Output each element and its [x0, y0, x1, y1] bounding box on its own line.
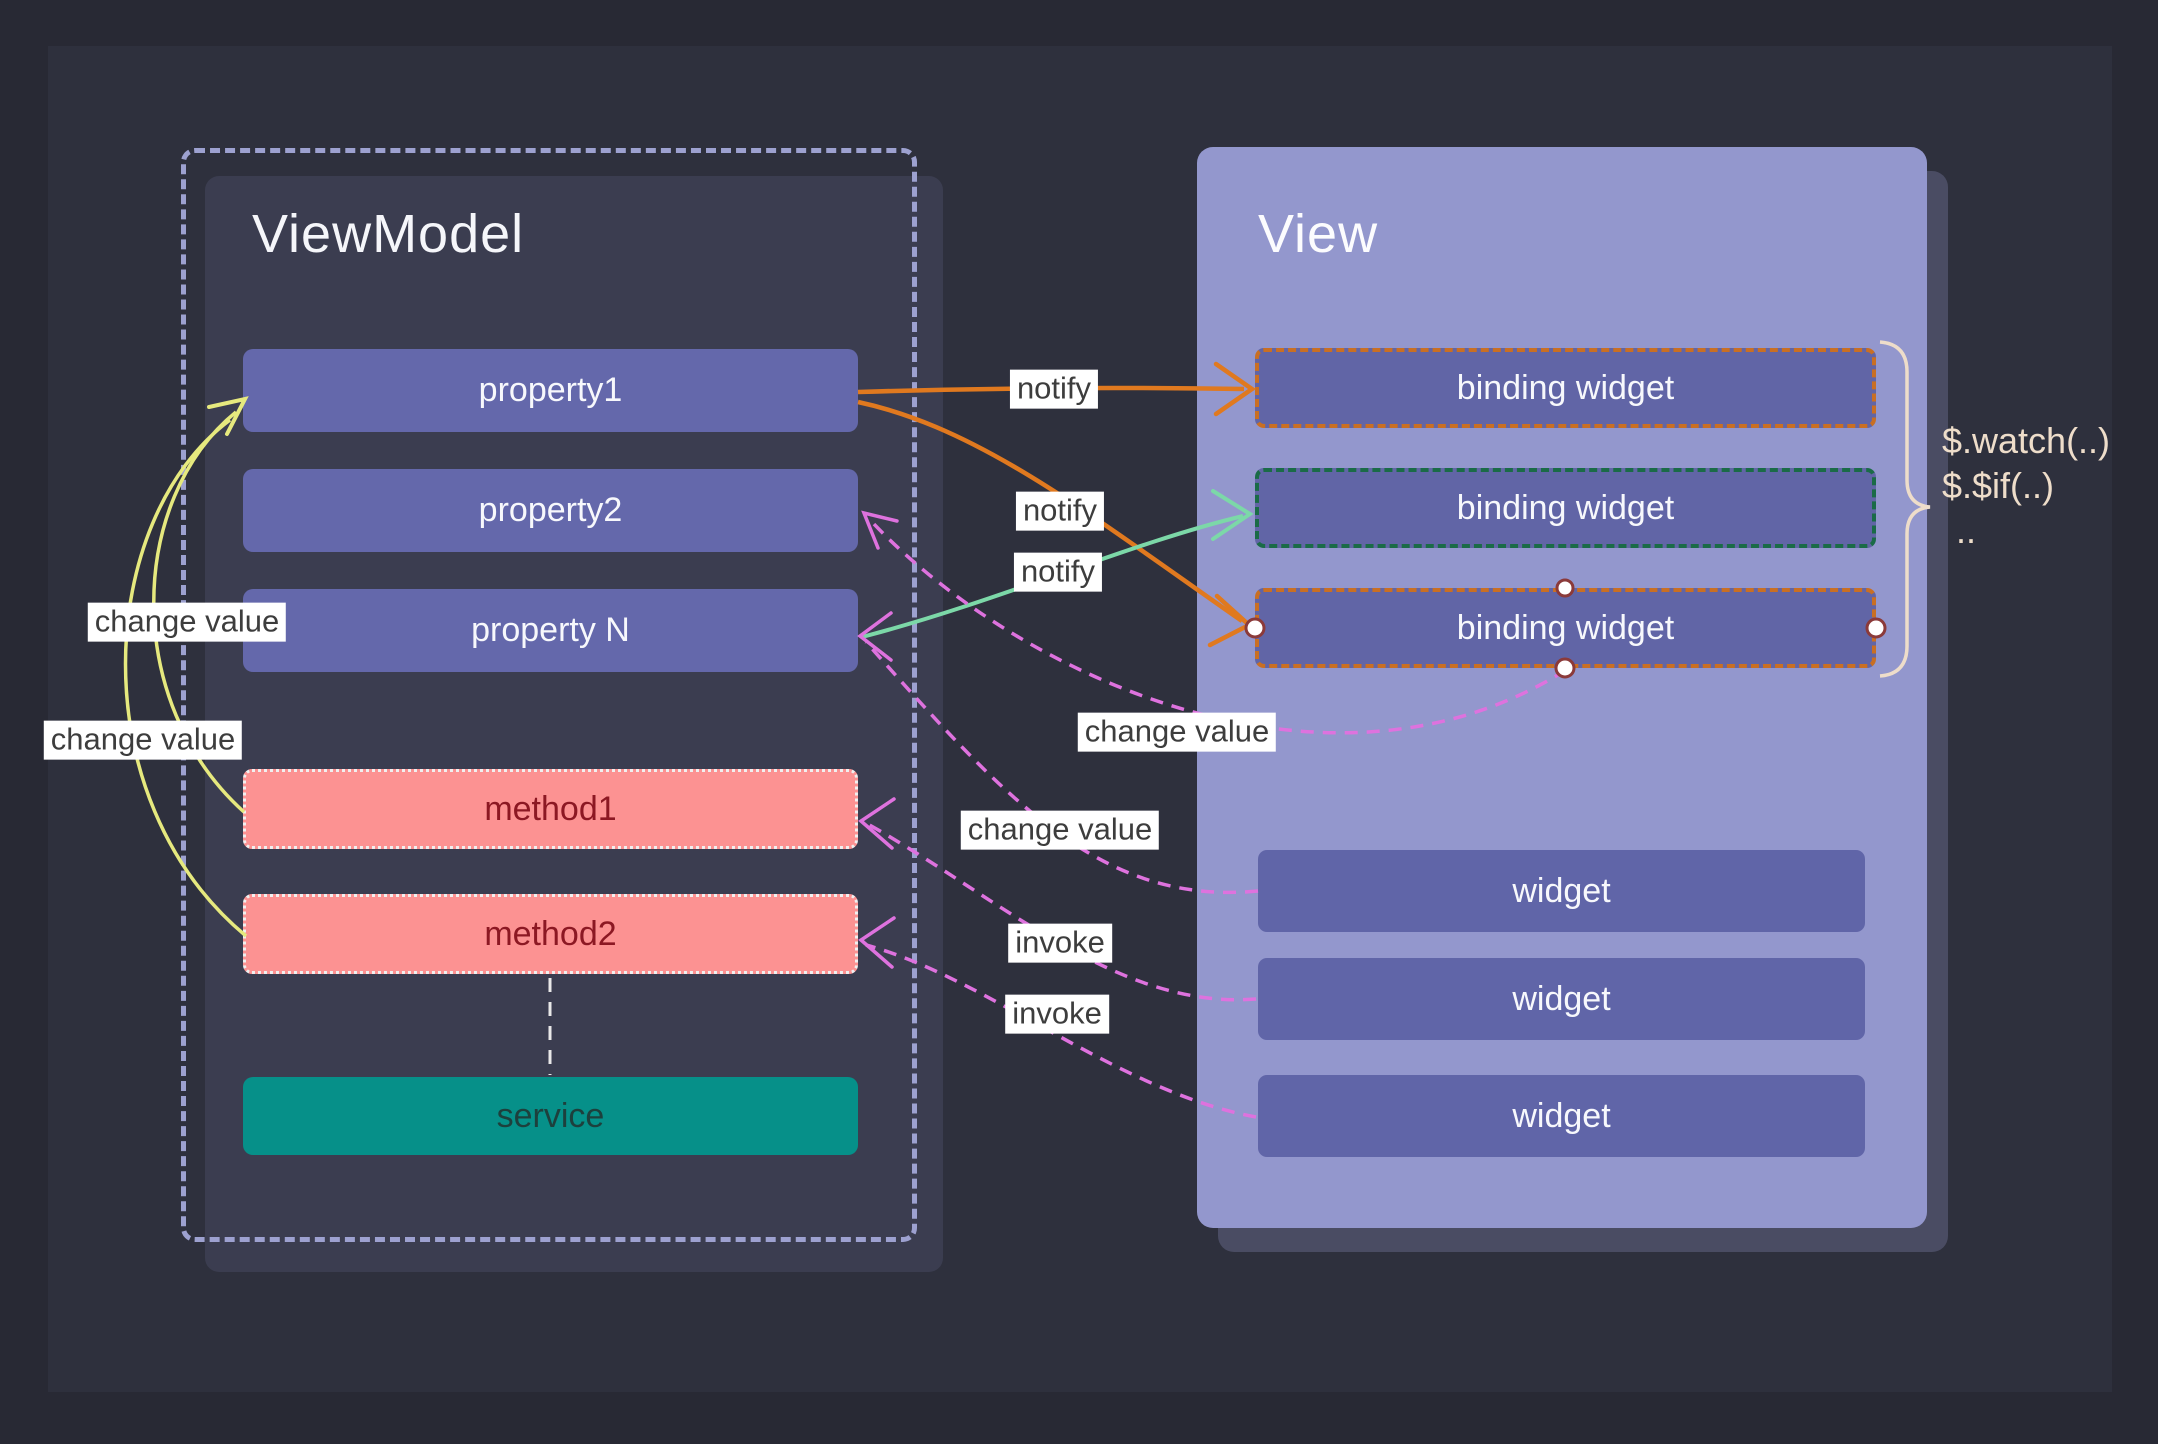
- edge-label-invoke-1: invoke: [1008, 923, 1112, 963]
- binding-api-annotation: $.watch(..) $.$if(..) ..: [1942, 418, 2110, 553]
- view-title: View: [1258, 204, 1379, 264]
- edge-label-change-value-bw3: change value: [1077, 712, 1277, 752]
- node-property-n[interactable]: property N: [243, 589, 858, 672]
- edge-label-change-value-widget1: change value: [960, 810, 1160, 850]
- edge-label-notify-3: notify: [1013, 552, 1103, 592]
- node-property2[interactable]: property2: [243, 469, 858, 552]
- view-panel[interactable]: [1197, 147, 1927, 1228]
- annotation-line-ellipsis: ..: [1956, 510, 1977, 551]
- widget-1[interactable]: widget: [1258, 850, 1865, 932]
- edge-label-change-value-method2: change value: [43, 720, 243, 760]
- node-method1[interactable]: method1: [243, 769, 858, 849]
- binding-widget-1[interactable]: binding widget: [1255, 348, 1876, 428]
- node-service[interactable]: service: [243, 1077, 858, 1155]
- edge-label-notify-1: notify: [1009, 369, 1099, 409]
- binding-widget-3[interactable]: binding widget: [1255, 588, 1876, 668]
- annotation-line-watch: $.watch(..): [1942, 420, 2111, 461]
- widget-3[interactable]: widget: [1258, 1075, 1865, 1157]
- annotation-line-if: $.$if(..): [1942, 465, 2055, 506]
- widget-2[interactable]: widget: [1258, 958, 1865, 1040]
- node-property1[interactable]: property1: [243, 349, 858, 432]
- edge-label-notify-2: notify: [1015, 491, 1105, 531]
- viewmodel-title: ViewModel: [252, 204, 525, 264]
- node-method2[interactable]: method2: [243, 894, 858, 974]
- edge-label-change-value-method1: change value: [87, 602, 287, 642]
- edge-label-invoke-2: invoke: [1005, 994, 1109, 1034]
- binding-widget-2[interactable]: binding widget: [1255, 468, 1876, 548]
